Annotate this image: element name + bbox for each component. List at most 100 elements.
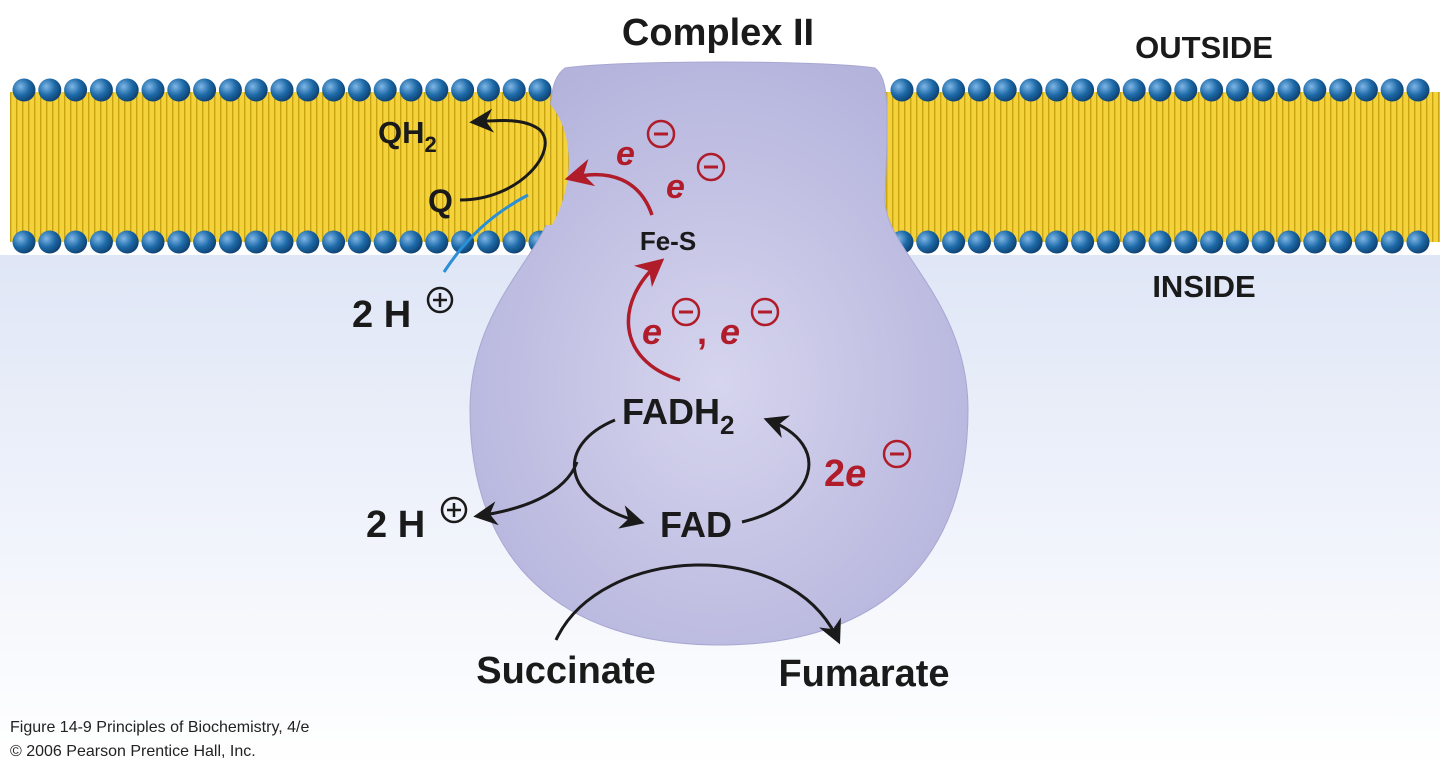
fumarate-label: Fumarate	[778, 653, 949, 695]
phospholipid-head	[476, 78, 500, 102]
phospholipid-head	[1071, 78, 1095, 102]
phospholipid-head	[115, 78, 139, 102]
phospholipid-head	[373, 230, 397, 254]
membrane-head-row-left-outer	[12, 78, 552, 102]
phospholipid-head	[942, 230, 966, 254]
outside-label: OUTSIDE	[1135, 30, 1273, 65]
q-binding-pocket	[540, 102, 569, 225]
inside-label: INSIDE	[1152, 269, 1255, 304]
phospholipid-head	[1122, 78, 1146, 102]
phospholipid-head	[1200, 230, 1224, 254]
proton-label-upper: 2 H	[352, 286, 454, 336]
membrane-head-row-left-inner	[12, 230, 552, 254]
phospholipid-head	[1045, 230, 1069, 254]
svg-text:2 H: 2 H	[366, 504, 425, 546]
svg-text:e: e	[642, 311, 662, 352]
phospholipid-head	[64, 230, 88, 254]
phospholipid-head	[1148, 78, 1172, 102]
phospholipid-head	[1380, 78, 1404, 102]
membrane-head-row-right-outer	[890, 78, 1430, 102]
phospholipid-head	[399, 78, 423, 102]
proton-label-lower: 2 H	[366, 496, 468, 546]
phospholipid-head	[38, 78, 62, 102]
phospholipid-head	[193, 230, 217, 254]
q-label: Q	[428, 183, 453, 219]
phospholipid-head	[1354, 230, 1378, 254]
phospholipid-head	[244, 78, 268, 102]
phospholipid-head	[993, 78, 1017, 102]
phospholipid-head	[451, 78, 475, 102]
phospholipid-head	[1096, 78, 1120, 102]
succinate-to-fumarate-arrow	[554, 563, 841, 645]
phospholipid-head	[322, 230, 346, 254]
phospholipid-head	[1303, 230, 1327, 254]
phospholipid-head	[373, 78, 397, 102]
svg-text:e: e	[616, 135, 635, 173]
phospholipid-head	[244, 230, 268, 254]
phospholipid-head	[1406, 78, 1430, 102]
qh2-label: QH2	[378, 115, 437, 157]
phospholipid-head	[1329, 78, 1353, 102]
fad-label: FAD	[660, 504, 732, 545]
phospholipid-head	[1045, 78, 1069, 102]
phospholipid-head	[993, 230, 1017, 254]
phospholipid-head	[502, 78, 526, 102]
phospholipid-head	[296, 78, 320, 102]
membrane-left	[10, 78, 570, 254]
phospholipid-head	[167, 78, 191, 102]
phospholipid-head	[967, 230, 991, 254]
phospholipid-head	[1174, 230, 1198, 254]
svg-text:e: e	[666, 168, 685, 206]
phospholipid-head	[89, 230, 113, 254]
phospholipid-head	[1225, 230, 1249, 254]
phospholipid-head	[528, 78, 552, 102]
electron-pair-label: e , e	[642, 297, 780, 352]
phospholipid-head	[1354, 78, 1378, 102]
phospholipid-head	[502, 230, 526, 254]
minus-circle-icon	[671, 297, 701, 327]
proton-release-arrow	[473, 461, 579, 526]
phospholipid-head	[141, 230, 165, 254]
phospholipid-head	[270, 230, 294, 254]
fadh2-to-fad-arrow	[572, 418, 645, 529]
phospholipid-head	[1148, 230, 1172, 254]
fes-label: Fe-S	[640, 226, 696, 256]
phospholipid-head	[322, 78, 346, 102]
svg-text:,: ,	[697, 311, 707, 352]
figure-credit-line1: Figure 14-9 Principles of Biochemistry, …	[10, 719, 309, 736]
membrane-right	[880, 78, 1440, 254]
phospholipid-head	[425, 230, 449, 254]
plus-circle-icon	[426, 286, 454, 314]
phospholipid-head	[967, 78, 991, 102]
phospholipid-head	[425, 78, 449, 102]
fadh2-to-fes-electron-arrow	[626, 258, 681, 382]
two-electron-label: 2e	[824, 439, 912, 495]
phospholipid-head	[193, 78, 217, 102]
minus-circle-icon	[882, 439, 912, 469]
succinate-label: Succinate	[476, 650, 656, 692]
phospholipid-head	[167, 230, 191, 254]
phospholipid-head	[1251, 78, 1275, 102]
phospholipid-head	[1174, 78, 1198, 102]
phospholipid-head	[1277, 230, 1301, 254]
q-to-qh2-arrow	[459, 108, 547, 202]
phospholipid-head	[38, 230, 62, 254]
phospholipid-head	[1019, 78, 1043, 102]
phospholipid-head	[12, 230, 36, 254]
membrane-head-row-right-inner	[890, 230, 1430, 254]
minus-circle-icon	[750, 297, 780, 327]
svg-text:2e: 2e	[824, 453, 866, 495]
phospholipid-head	[916, 78, 940, 102]
phospholipid-head	[218, 78, 242, 102]
phospholipid-head	[1406, 230, 1430, 254]
phospholipid-head	[1380, 230, 1404, 254]
phospholipid-head	[1096, 230, 1120, 254]
phospholipid-head	[890, 78, 914, 102]
minus-circle-icon	[696, 152, 726, 182]
phospholipid-head	[89, 78, 113, 102]
phospholipid-head	[1303, 78, 1327, 102]
phospholipid-head	[115, 230, 139, 254]
phospholipid-head	[942, 78, 966, 102]
